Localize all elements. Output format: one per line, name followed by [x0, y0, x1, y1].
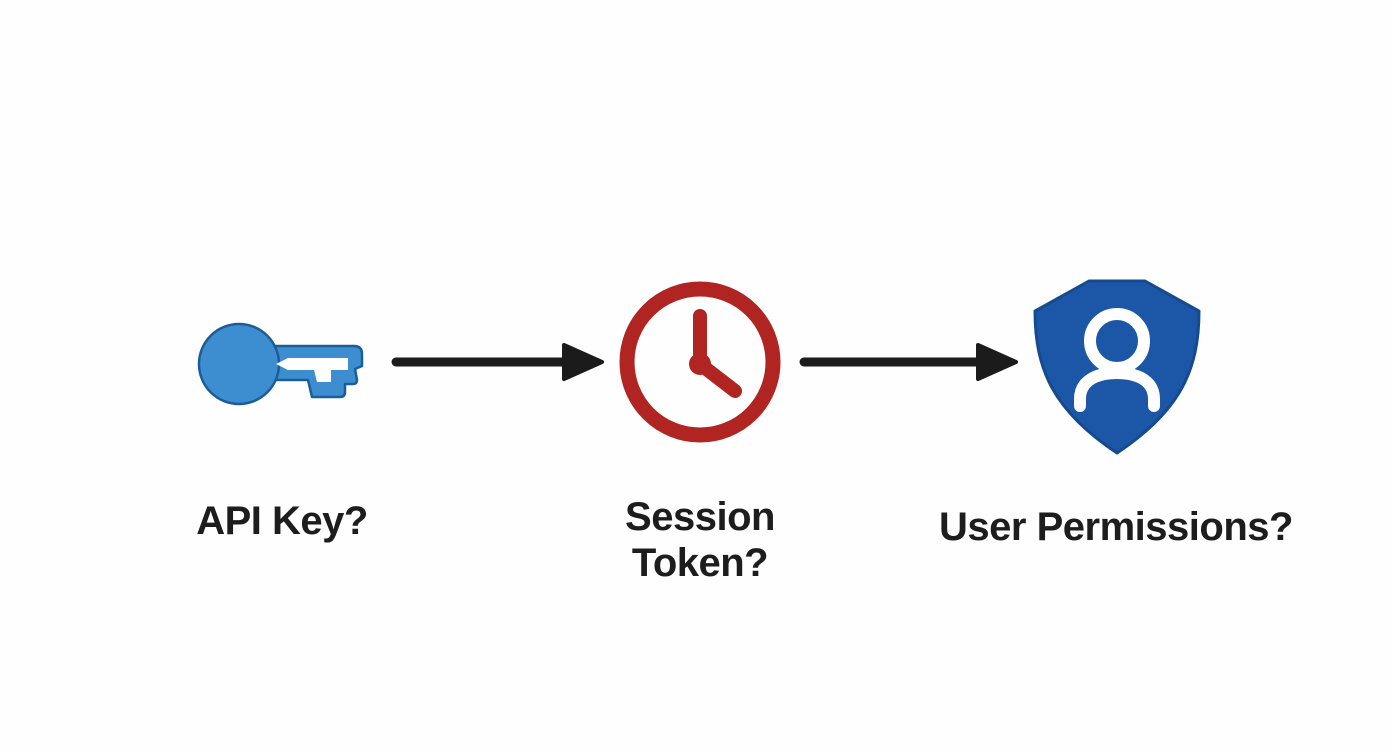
- arrow-right-icon: [390, 340, 604, 384]
- key-icon: [196, 314, 368, 408]
- arrow-right-icon: [798, 340, 1018, 384]
- shield-user-icon: [1032, 278, 1202, 456]
- node-label-session-token: Session Token?: [625, 495, 775, 585]
- node-label-user-permissions: User Permissions?: [939, 505, 1293, 549]
- node-label-api-key: API Key?: [196, 499, 368, 543]
- clock-icon: [616, 278, 784, 446]
